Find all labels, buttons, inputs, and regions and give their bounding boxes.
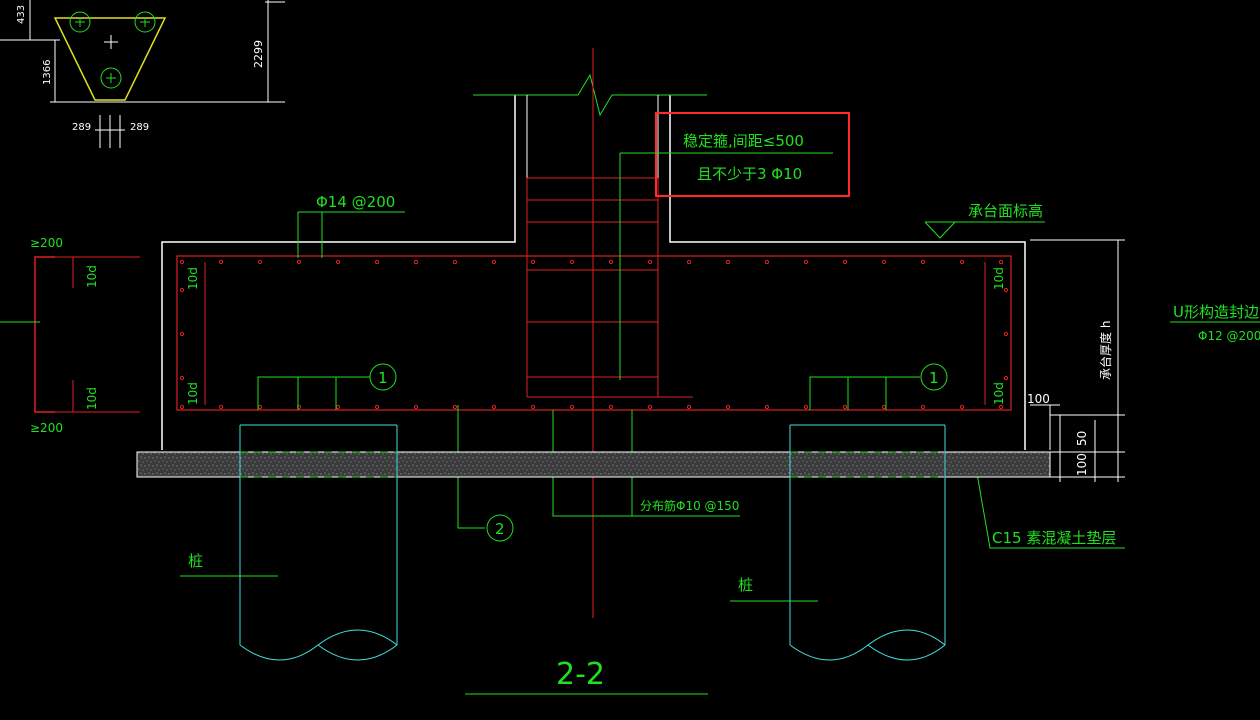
dim-1366: 1366: [42, 60, 53, 85]
rebar-dot: [179, 404, 185, 410]
ten-d-cap-left-top: 10d: [186, 267, 200, 290]
rebar-dot: [452, 404, 458, 410]
rebar-dot: [1003, 375, 1009, 381]
rebar-dot: [218, 259, 224, 265]
rebar-dot: [920, 404, 926, 410]
plan-pile-top-left: [69, 11, 91, 33]
rebar-dot: [257, 404, 263, 410]
stabilizer-label-line2: 且不少于3 Φ10: [697, 165, 802, 183]
rebar-cage: [176, 177, 1012, 411]
ge200-bottom: ≥200: [30, 421, 63, 435]
rebar-dot: [842, 259, 848, 265]
cushion-layer: [136, 451, 1051, 478]
rebar-dot: [608, 404, 614, 410]
rebar-dot: [998, 404, 1004, 410]
pile-label-left: 桩: [188, 552, 203, 570]
rebar-dot: [257, 259, 263, 265]
dim-433: 433: [16, 5, 27, 24]
right-dimensions: [1030, 239, 1125, 482]
rebar-dot: [179, 287, 185, 293]
rebar-dot: [374, 404, 380, 410]
bubble-1-left: 1: [378, 369, 388, 387]
bubble-1-right: 1: [929, 369, 939, 387]
cap-top-elevation-label: 承台面标高: [968, 202, 1043, 220]
rebar-dot: [881, 404, 887, 410]
ten-d-left-bottom: 10d: [85, 387, 99, 410]
stabilizer-label-line1: 稳定箍,间距≤500: [683, 132, 804, 150]
rebar-dot: [959, 404, 965, 410]
stabilizer-highlight-box: [655, 112, 850, 197]
plan-pile-top-right: [134, 11, 156, 33]
ten-d-cap-left-bottom: 10d: [186, 382, 200, 405]
plan-outline: [53, 17, 167, 101]
rebar-dot: [569, 404, 575, 410]
rebar-dot: [530, 259, 536, 265]
ten-d-cap-right-bottom: 10d: [992, 382, 1006, 405]
rebar-dot: [335, 259, 341, 265]
rebar-dot: [803, 404, 809, 410]
u-bar-title: U形构造封边筋: [1173, 303, 1260, 321]
pile-right: [789, 424, 946, 661]
rebar-dot: [491, 259, 497, 265]
dim-2299: 2299: [252, 40, 265, 68]
ten-d-left-top: 10d: [85, 265, 99, 288]
dist-bar-label: 分布筋Φ10 @150: [640, 498, 739, 513]
rebar-dots: [179, 259, 1009, 410]
rebar-dot: [647, 259, 653, 265]
section-title: 2-2: [556, 657, 605, 692]
pile-cap-concrete: [161, 73, 1026, 450]
rebar-dot: [1003, 287, 1009, 293]
rebar-dot: [998, 259, 1004, 265]
ten-d-cap-right-top: 10d: [992, 267, 1006, 290]
pile-cap-plan-view: 433 1366 2299 289 289: [0, 0, 285, 148]
u-bar-spec: Φ12 @200: [1198, 329, 1260, 343]
rebar-dot: [296, 404, 302, 410]
rebar-dot: [179, 259, 185, 265]
rebar-dot: [920, 259, 926, 265]
u-bar-detail-left: ≥200 ≥200 10d 10d: [0, 236, 140, 435]
rebar-dot: [647, 404, 653, 410]
rebar-dot: [764, 259, 770, 265]
ge200-top: ≥200: [30, 236, 63, 250]
rebar-dot: [725, 259, 731, 265]
dim-289-left: 289: [72, 122, 91, 133]
rebar-dot: [881, 259, 887, 265]
rebar-dot: [686, 404, 692, 410]
cap-thickness-label: 承台厚度 h: [1098, 321, 1113, 380]
rebar-dot: [413, 404, 419, 410]
dim-50: 50: [1075, 431, 1089, 446]
rebar-dot: [569, 259, 575, 265]
rebar-dot: [374, 259, 380, 265]
rebar-dot: [764, 404, 770, 410]
rebar-dot: [530, 404, 536, 410]
rebar-dot: [296, 259, 302, 265]
pile-left: [239, 424, 398, 661]
rebar-dot: [335, 404, 341, 410]
rebar-dot: [686, 259, 692, 265]
rebar-dot: [179, 331, 185, 337]
rebar-dot: [842, 404, 848, 410]
pile-label-right: 桩: [738, 576, 753, 594]
rebar-dot: [452, 259, 458, 265]
rebar-dot: [725, 404, 731, 410]
annotations: [180, 211, 1260, 695]
rebar-dot: [803, 259, 809, 265]
dim-100-side: 100: [1027, 392, 1050, 406]
rebar-dot: [218, 404, 224, 410]
rebar-dot: [491, 404, 497, 410]
rebar-dot: [413, 259, 419, 265]
cushion-label: C15 素混凝土垫层: [992, 529, 1116, 547]
rebar-dot: [608, 259, 614, 265]
rebar-dot: [959, 259, 965, 265]
plan-pile-bottom: [100, 67, 122, 89]
dim-289-right: 289: [130, 122, 149, 133]
top-bar-label: Φ14 @200: [316, 193, 395, 211]
dim-100-bottom: 100: [1075, 453, 1089, 476]
rebar-dot: [179, 375, 185, 381]
bubble-2: 2: [495, 520, 505, 538]
rebar-dot: [1003, 331, 1009, 337]
